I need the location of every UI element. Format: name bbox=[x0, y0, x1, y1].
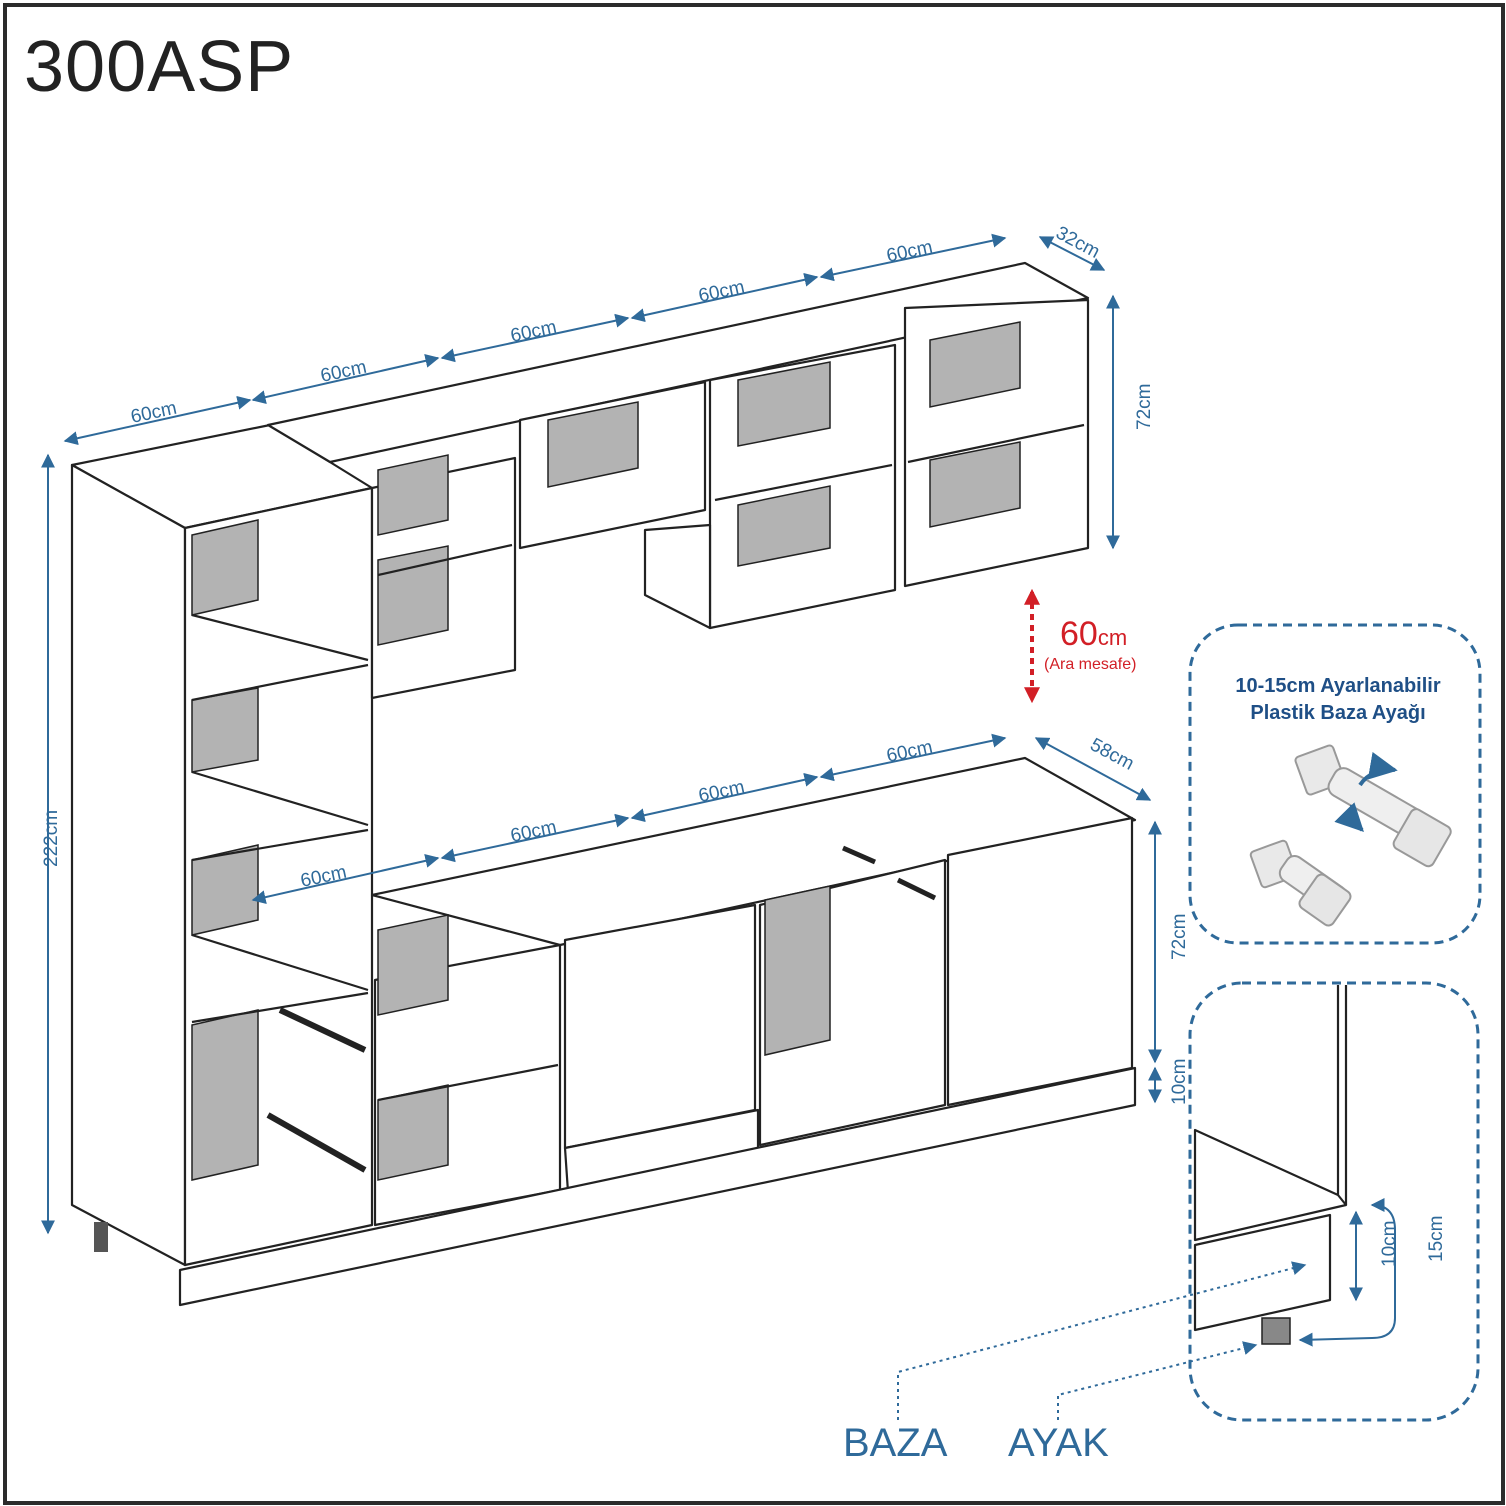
lower-width-label-2: 60cm bbox=[509, 817, 559, 847]
tall-height-dimension: 222cm bbox=[41, 453, 62, 1235]
gap-unit: cm bbox=[1098, 625, 1127, 650]
outer-frame bbox=[3, 3, 1505, 1505]
gap-label: (Ara mesafe) bbox=[1044, 656, 1136, 673]
upper-width-label-3: 60cm bbox=[509, 317, 559, 347]
detail-outer-label: 15cm bbox=[1426, 1216, 1447, 1262]
gap-value: 60 bbox=[1060, 615, 1098, 653]
upper-cabinets bbox=[266, 261, 1090, 700]
detail-inner-label: 10cm bbox=[1379, 1221, 1400, 1267]
lower-height-label: 72cm bbox=[1169, 914, 1190, 960]
foot-caption-line2: Plastik Baza Ayağı bbox=[1250, 702, 1425, 724]
upper-width-label-2: 60cm bbox=[319, 357, 369, 387]
tall-cabinet bbox=[70, 423, 374, 1267]
upper-width-label-5: 60cm bbox=[885, 237, 935, 267]
foot-part-small bbox=[1249, 839, 1352, 927]
upper-height-label: 72cm bbox=[1134, 384, 1155, 430]
ayak-label: AYAK bbox=[1008, 1421, 1109, 1465]
lower-width-label-4: 60cm bbox=[885, 737, 935, 767]
baza-label: BAZA bbox=[843, 1421, 948, 1465]
plinth-height-label: 10cm bbox=[1169, 1059, 1190, 1105]
gap-dimension: 60cm (Ara mesafe) bbox=[1024, 588, 1136, 704]
foot-part-large bbox=[1294, 744, 1452, 868]
upper-width-label-4: 60cm bbox=[697, 277, 747, 307]
model-title: 300ASP bbox=[24, 27, 295, 107]
plinth-detail-box: 10cm 15cm bbox=[1188, 981, 1480, 1422]
upper-width-label-1: 60cm bbox=[129, 398, 179, 428]
lower-width-label-3: 60cm bbox=[697, 777, 747, 807]
foot-caption-line1: 10-15cm Ayarlanabilir bbox=[1235, 675, 1441, 697]
svg-text:60cm: 60cm bbox=[1060, 615, 1127, 653]
lower-cabinets bbox=[178, 756, 1137, 1307]
tall-height-label: 222cm bbox=[41, 810, 62, 867]
adjustable-foot-box: 10-15cm Ayarlanabilir Plastik Baza Ayağı bbox=[1188, 623, 1482, 945]
leader-lines bbox=[897, 1261, 1307, 1420]
